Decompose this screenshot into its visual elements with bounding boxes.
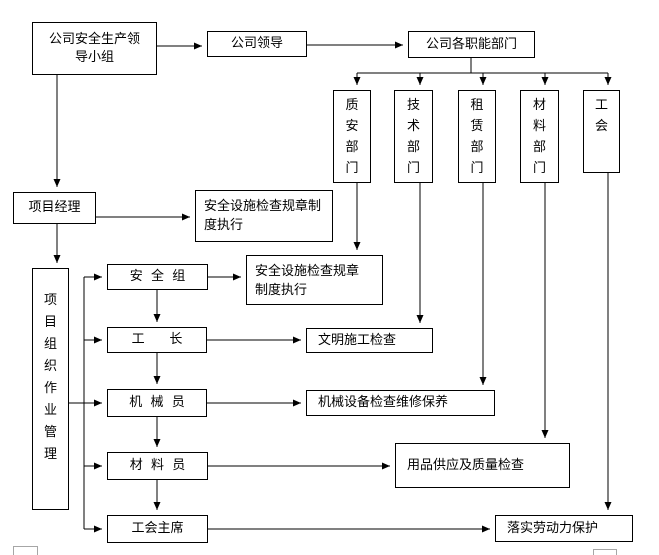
node-label: 制度执行	[255, 283, 308, 298]
partial-box-bottom-left	[13, 546, 38, 555]
node-label: 导小组	[74, 49, 114, 65]
node-label: 材 料 员	[129, 458, 186, 473]
node-labor-union: 工会	[583, 90, 620, 173]
node-label: 项目组织作业管理	[43, 293, 57, 462]
node-label: 机械设备检查维修保养	[318, 395, 449, 410]
node-civilized-construction-check: 文明施工检查	[306, 328, 433, 353]
node-label: 文明施工检查	[318, 332, 397, 348]
node-label: 材料部门	[532, 98, 546, 176]
node-safety-rules-exec-2: 安全设施检查规章 制度执行	[246, 255, 383, 305]
node-label: 落实劳动力保护	[507, 520, 599, 536]
node-material-clerk: 材 料 员	[107, 452, 208, 480]
node-project-org-mgmt: 项目组织作业管理	[32, 268, 69, 510]
node-label: 租赁部门	[470, 98, 484, 176]
node-label: 用品供应及质量检查	[407, 457, 525, 473]
partial-box-bottom-right	[593, 549, 617, 555]
node-label: 公司领导	[230, 36, 283, 51]
node-label: 安 全 组	[129, 269, 186, 284]
node-label: 工 长	[131, 332, 183, 347]
node-union-chairman: 工会主席	[107, 515, 208, 543]
node-project-manager: 项目经理	[13, 192, 96, 224]
node-functional-departments: 公司各职能部门	[408, 31, 535, 58]
node-quality-safety-dept: 质安部门	[333, 90, 371, 183]
node-label: 工会主席	[131, 521, 184, 536]
node-materials-dept: 材料部门	[520, 90, 559, 183]
node-label: 安全设施检查规章	[255, 264, 360, 279]
node-machinery-operator: 机 械 员	[107, 389, 207, 417]
node-supplies-quality-check: 用品供应及质量检查	[395, 443, 570, 488]
node-labor-protection: 落实劳动力保护	[495, 515, 633, 542]
node-label: 度执行	[204, 218, 244, 233]
node-machinery-maintenance-check: 机械设备检查维修保养	[306, 390, 495, 416]
node-label: 技术部门	[406, 98, 420, 176]
node-safety-rules-exec-1: 安全设施检查规章制 度执行	[195, 190, 333, 242]
node-safety-leading-group: 公司安全生产领 导小组	[32, 22, 157, 75]
node-label: 工会	[594, 98, 608, 134]
node-label: 质安部门	[345, 98, 359, 176]
node-technical-dept: 技术部门	[394, 90, 433, 183]
node-foreman: 工 长	[107, 327, 207, 353]
node-safety-group: 安 全 组	[107, 264, 208, 290]
node-label: 公司安全生产领	[48, 31, 140, 47]
node-label: 安全设施检查规章制	[204, 199, 322, 214]
node-label: 机 械 员	[129, 395, 185, 410]
node-label: 项目经理	[28, 200, 81, 215]
node-company-leaders: 公司领导	[207, 31, 307, 57]
node-leasing-dept: 租赁部门	[458, 90, 496, 183]
node-label: 公司各职能部门	[425, 36, 517, 52]
